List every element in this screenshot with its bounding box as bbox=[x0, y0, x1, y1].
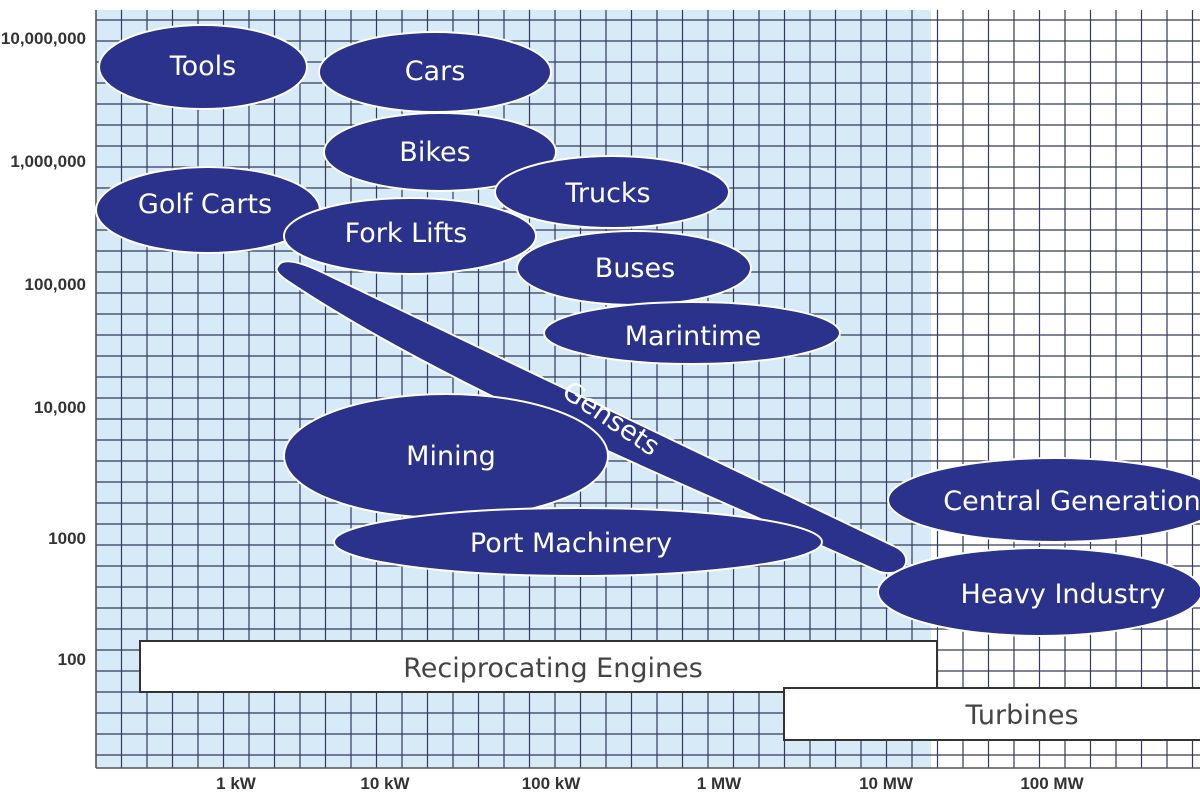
region-tools-shape bbox=[98, 24, 308, 110]
region-gensets-shape bbox=[275, 260, 908, 575]
region-fork-lifts: Fork Lifts bbox=[283, 197, 537, 275]
y-tick-label: 100 bbox=[58, 650, 86, 669]
region-cars-label: Cars bbox=[405, 56, 466, 87]
region-buses-label: Buses bbox=[595, 253, 675, 284]
region-trucks: Trucks bbox=[494, 155, 730, 229]
x-tick-label: 10 MW bbox=[859, 774, 914, 793]
region-central-generation: Central Generation bbox=[887, 457, 1200, 543]
y-tick-label: 100,000 bbox=[25, 275, 86, 294]
region-heavy-industry: Heavy Industry bbox=[877, 547, 1200, 637]
region-marintime: Marintime bbox=[543, 301, 841, 365]
region-central-generation-label: Central Generation bbox=[943, 486, 1200, 517]
region-heavy-industry-shape bbox=[877, 547, 1200, 637]
y-tick-label: 1000 bbox=[48, 529, 86, 548]
region-cars: Cars bbox=[318, 31, 552, 113]
band-turbines-box bbox=[783, 687, 1200, 741]
region-tools: Tools bbox=[98, 24, 308, 110]
region-fork-lifts-shape bbox=[283, 197, 537, 275]
axes: 1 kW 10 kW 100 kW 1 MW 10 MW 100 MW 10,000,000… bbox=[1, 10, 1200, 793]
band-reciprocating-engines: Reciprocating Engines bbox=[139, 640, 938, 693]
region-port-machinery: Port Machinery bbox=[333, 507, 823, 577]
x-tick-label: 1 MW bbox=[697, 774, 742, 793]
region-trucks-label: Trucks bbox=[564, 178, 650, 209]
region-mining: Mining bbox=[283, 393, 609, 519]
region-mining-label: Mining bbox=[406, 441, 496, 472]
region-golf-carts: Golf Carts bbox=[95, 166, 321, 254]
y-tick-label: 1,000,000 bbox=[10, 152, 86, 171]
band-turbines-label: Turbines bbox=[964, 700, 1078, 731]
band-reciprocating-engines-label: Reciprocating Engines bbox=[403, 653, 703, 684]
x-tick-label: 100 MW bbox=[1020, 774, 1084, 793]
region-port-machinery-label: Port Machinery bbox=[470, 528, 672, 559]
region-golf-carts-label: Golf Carts bbox=[138, 189, 272, 220]
x-tick-label: 10 kW bbox=[360, 774, 410, 793]
region-central-generation-shape bbox=[887, 457, 1200, 543]
region-bikes-shape bbox=[323, 112, 557, 192]
region-marintime-shape bbox=[543, 301, 841, 365]
region-port-machinery-shape bbox=[333, 507, 823, 577]
region-tools-label: Tools bbox=[169, 51, 237, 82]
region-cars-shape bbox=[318, 31, 552, 113]
region-trucks-shape bbox=[494, 155, 730, 229]
region-bikes: Bikes bbox=[323, 112, 557, 192]
y-tick-label: 10,000 bbox=[34, 398, 86, 417]
band-turbines: Turbines bbox=[783, 687, 1200, 741]
region-heavy-industry-label: Heavy Industry bbox=[960, 579, 1165, 610]
region-fork-lifts-label: Fork Lifts bbox=[345, 218, 468, 249]
x-tick-label: 1 kW bbox=[216, 774, 257, 793]
region-marintime-label: Marintime bbox=[625, 321, 762, 352]
region-bikes-label: Bikes bbox=[399, 137, 470, 168]
region-buses: Buses bbox=[516, 230, 752, 306]
band-reciprocating-engines-box bbox=[139, 640, 938, 693]
x-tick-label: 100 kW bbox=[522, 774, 582, 793]
y-tick-label: 10,000,000 bbox=[1, 29, 86, 48]
